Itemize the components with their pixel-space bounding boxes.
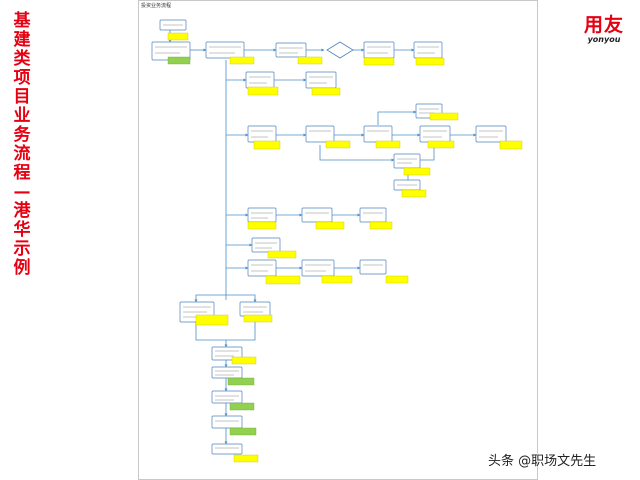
- note-yellow: [415, 57, 445, 66]
- note-yellow: [233, 454, 259, 463]
- process-box: [301, 207, 333, 223]
- flowchart-sheet: [138, 0, 538, 480]
- process-box: [359, 207, 387, 223]
- process-box: [247, 207, 277, 223]
- process-box: [211, 390, 243, 404]
- decision-diamond: [326, 41, 354, 59]
- watermark: 头条 @职场文先生: [488, 454, 597, 469]
- process-box: [359, 259, 387, 275]
- note-yellow: [315, 221, 345, 230]
- note-yellow: [311, 87, 341, 96]
- logo-cn: 用友: [583, 14, 624, 36]
- note-yellow: [385, 275, 409, 284]
- note-green: [227, 377, 255, 386]
- note-yellow: [247, 221, 277, 230]
- note-yellow: [267, 250, 297, 259]
- yonyou-logo: 用友 yonyou: [584, 10, 624, 44]
- sheet-title: 投资业务流程: [141, 3, 172, 9]
- note-yellow: [499, 140, 523, 150]
- process-box: [305, 71, 337, 89]
- note-green: [167, 56, 191, 65]
- note-yellow: [403, 167, 431, 176]
- process-box: [205, 41, 245, 59]
- note-green: [229, 402, 255, 411]
- yellow-notes: [167, 32, 523, 463]
- note-yellow: [253, 140, 281, 150]
- process-box: [413, 41, 443, 59]
- flow-connectors: [168, 30, 477, 445]
- process-box: [275, 42, 307, 58]
- process-box: [419, 125, 451, 143]
- process-boxes: [151, 19, 507, 455]
- note-yellow: [195, 314, 229, 326]
- process-box: [247, 259, 277, 277]
- process-box: [251, 237, 281, 253]
- note-yellow: [247, 86, 279, 96]
- process-box: [247, 125, 277, 143]
- process-box: [211, 366, 243, 379]
- note-yellow: [167, 32, 189, 41]
- process-box: [301, 259, 335, 277]
- note-yellow: [321, 275, 353, 284]
- process-box: [239, 301, 271, 317]
- green-notes: [167, 56, 257, 436]
- note-yellow: [363, 57, 395, 66]
- logo-en: yonyou: [587, 35, 621, 44]
- process-box: [363, 41, 395, 59]
- note-yellow: [229, 56, 255, 65]
- note-yellow: [369, 221, 393, 230]
- process-box: [475, 125, 507, 143]
- note-yellow: [243, 314, 273, 323]
- process-box: [211, 443, 243, 455]
- box-text-marks: [155, 24, 503, 449]
- page-title: 基建类项目业务流程—港华示例: [13, 11, 31, 278]
- note-yellow: [325, 140, 351, 149]
- note-yellow: [427, 140, 455, 149]
- process-box: [305, 125, 335, 143]
- note-yellow: [297, 56, 323, 65]
- note-yellow: [429, 112, 459, 121]
- note-yellow: [231, 356, 257, 365]
- note-green: [229, 427, 257, 436]
- note-yellow: [401, 189, 427, 198]
- process-box: [211, 415, 243, 429]
- note-yellow: [375, 140, 401, 149]
- process-box: [245, 71, 275, 89]
- process-box: [393, 153, 421, 169]
- process-box: [211, 346, 243, 361]
- note-yellow: [265, 275, 301, 285]
- process-box: [363, 125, 393, 143]
